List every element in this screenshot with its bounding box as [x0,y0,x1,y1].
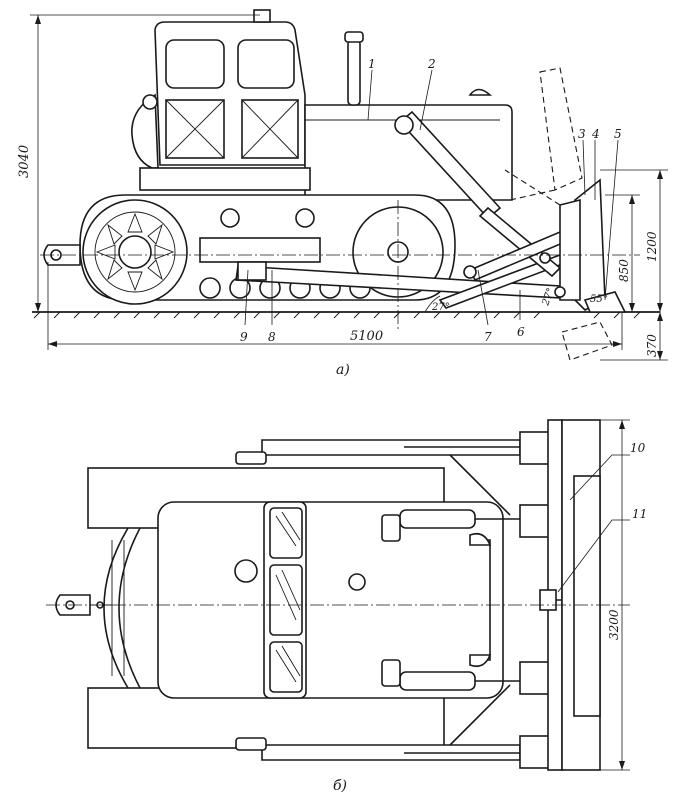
angle-c-label: 55° [590,294,608,305]
callout-1: 1 [368,57,376,71]
exhaust-top [234,559,258,583]
dimension-height-total: 3040 [17,14,260,312]
callout-4: 4 [591,127,600,141]
top-view: 3200 10 11 б) [46,419,647,794]
dimension-blade-height: 1200 [600,169,668,312]
dim-dig-depth-label: 370 [645,334,659,357]
tractor-body [157,501,504,699]
callout-10: 10 [630,441,646,455]
blade-knife [583,291,627,313]
callout-2: 2 [427,57,436,71]
roof-window-1 [269,507,303,559]
headlamp [468,88,493,96]
dim-blade-height-label: 1200 [645,231,659,262]
carrier-roller-1 [220,208,240,228]
dimension-lift-height: 850 [605,194,640,312]
dim-length-total-label: 5100 [350,329,383,344]
air-intake-top [348,573,366,591]
fender [139,167,311,191]
dimension-blade-width: 3200 [600,419,630,771]
roof-window-3 [269,641,303,693]
callout-11: 11 [632,507,647,521]
lowered-blade-outline [561,321,613,361]
blade-hinges [519,431,551,769]
callout-7: 7 [484,330,492,344]
blade-frame [559,198,581,301]
top-callouts: 10 11 [557,441,647,593]
dimension-dig-depth: 370 [600,312,668,361]
side-view-caption: а) [336,362,350,378]
carrier-roller-2 [295,208,315,228]
sprocket-hub [118,235,152,269]
callout-3: 3 [578,127,586,141]
side-callouts: 1 2 3 4 5 6 7 8 9 [240,57,622,344]
track-frame [199,237,321,263]
sprocket-spokes [95,212,175,292]
roof-window-2 [269,564,303,636]
lift-cylinder [398,110,502,220]
raised-blade-outline [504,67,583,206]
pivot-bracket [237,261,267,281]
callout-5: 5 [614,127,622,141]
top-view-caption: б) [333,778,347,794]
dimension-length-total: 5100 [47,262,623,350]
rear-lamp [142,94,158,110]
dim-lift-height-label: 850 [617,259,631,282]
callout-8: 8 [268,330,276,344]
cab-window-rear [237,39,295,89]
cab-beacon [253,9,271,23]
dim-height-total-label: 3040 [17,145,32,178]
lift-cylinder-left [399,509,476,529]
ground-hatching [33,311,641,319]
dim-blade-width-label: 3200 [607,609,621,640]
angle-a-label: 27° [431,302,450,313]
rear-frame-arc [103,527,129,689]
rear-cowl [131,93,159,169]
callout-9: 9 [240,330,248,344]
side-view: 3040 5100 1200 850 370 [17,9,668,378]
cab-window-front [165,39,225,89]
lift-cylinder-right [399,671,476,691]
exhaust-pipe [347,39,361,106]
callout-6: 6 [517,325,525,339]
